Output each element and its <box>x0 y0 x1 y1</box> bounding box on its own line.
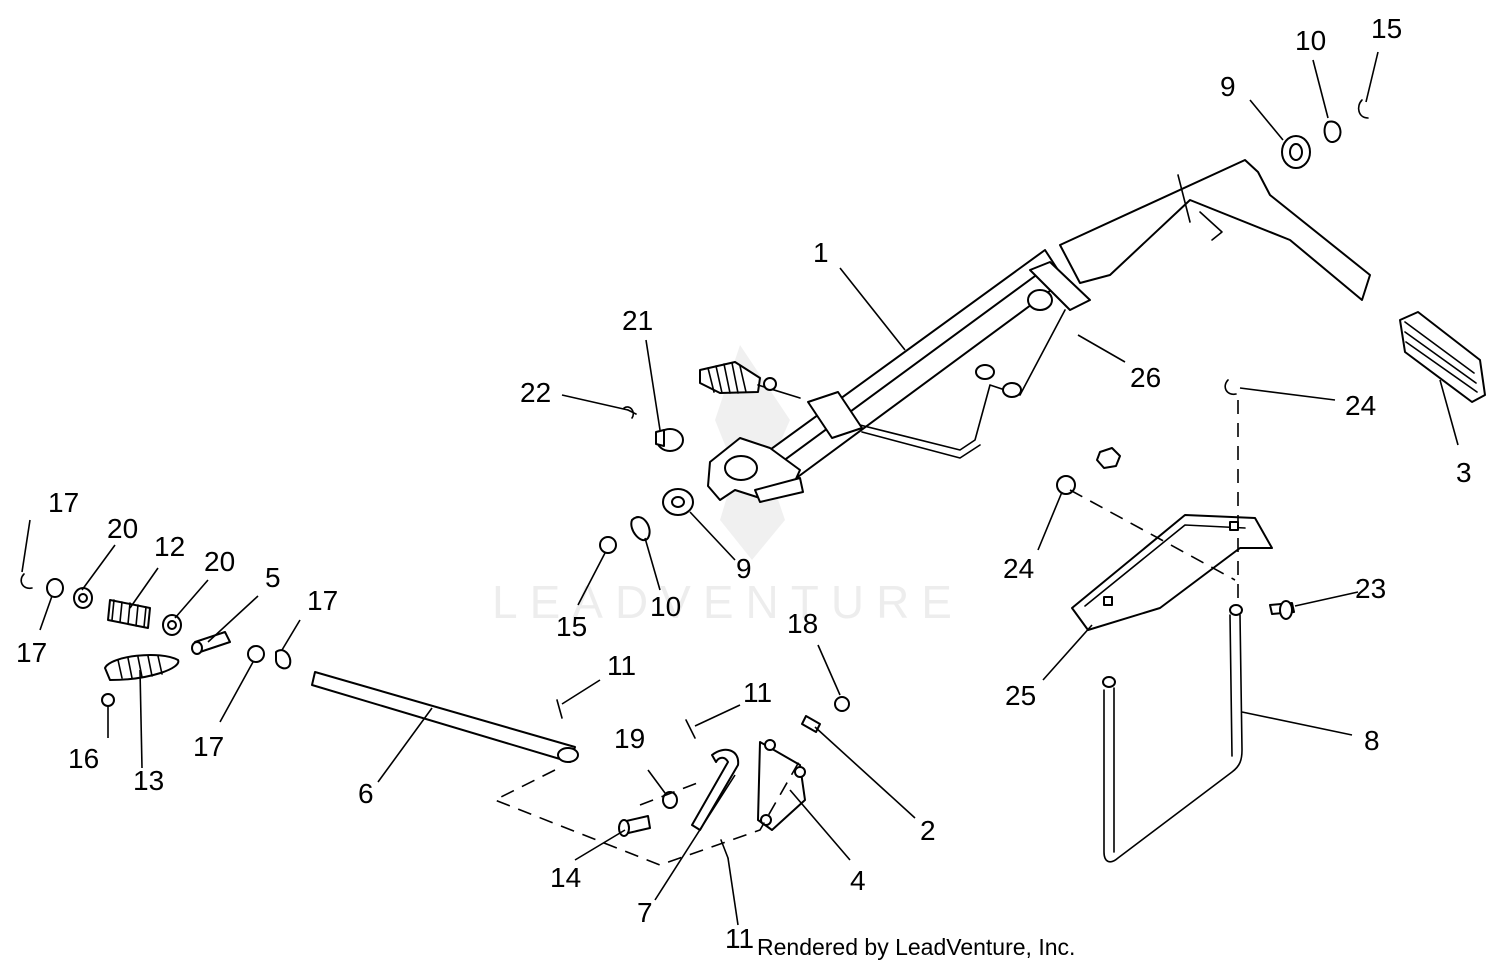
callout-23: 23 <box>1355 573 1386 604</box>
part-17-ring-4 <box>275 649 292 670</box>
callout-26: 26 <box>1130 362 1161 393</box>
callout-15: 15 <box>1371 13 1402 44</box>
callout-17: 17 <box>193 731 224 762</box>
part-shaft-spring <box>699 361 801 399</box>
part-10-clip-top <box>1323 120 1342 143</box>
callout-5: 5 <box>265 562 281 593</box>
callout-11: 11 <box>743 677 772 708</box>
callout-9: 9 <box>736 553 752 584</box>
part-17-ring-1 <box>20 573 33 590</box>
part-16-nut <box>101 693 115 707</box>
part-6-rod <box>311 671 579 763</box>
callout-24: 24 <box>1003 553 1034 584</box>
callout-20: 20 <box>204 546 235 577</box>
callout-17: 17 <box>16 637 47 668</box>
part-10-clip-mid <box>630 516 651 541</box>
part-15-ring-top <box>1357 99 1369 119</box>
callout-labels: 1 26 24 3 9 10 15 21 22 9 10 15 24 23 25… <box>16 13 1472 954</box>
callout-10: 10 <box>650 591 681 622</box>
part-1-pedal-shaft <box>707 159 1371 503</box>
callout-12: 12 <box>154 531 185 562</box>
callout-19: 19 <box>614 723 645 754</box>
callout-10: 10 <box>1295 25 1326 56</box>
part-17-ring-3 <box>247 645 265 663</box>
callout-17: 17 <box>48 487 79 518</box>
part-5-pin <box>191 631 231 655</box>
part-3-pedal-pad <box>1399 311 1486 403</box>
part-12-spring <box>107 599 151 629</box>
callout-13: 13 <box>133 765 164 796</box>
callout-8: 8 <box>1364 725 1380 756</box>
part-15-ring-mid <box>599 536 617 554</box>
callout-11: 11 <box>607 650 636 681</box>
callout-20: 20 <box>107 513 138 544</box>
callout-16: 16 <box>68 743 99 774</box>
callout-18: 18 <box>787 608 818 639</box>
part-8-u-rod <box>1102 604 1243 863</box>
callout-24: 24 <box>1345 390 1376 421</box>
callout-4: 4 <box>850 865 866 896</box>
part-24-nut-1 <box>1096 447 1121 469</box>
part-11-pin-1 <box>556 699 563 719</box>
part-7-link <box>691 748 740 831</box>
render-credit: Rendered by LeadVenture, Inc. <box>757 934 1075 960</box>
part-20-washer-2 <box>162 614 182 636</box>
callout-9: 9 <box>1220 71 1236 102</box>
callout-14: 14 <box>550 862 581 893</box>
callout-11: 11 <box>725 923 754 954</box>
part-23-bolt <box>1269 600 1295 620</box>
part-9-washer-top <box>1281 135 1311 169</box>
callout-7: 7 <box>637 897 653 928</box>
part-4-bracket <box>757 739 806 831</box>
part-18-nut <box>834 696 850 712</box>
part-20-washer-1 <box>73 587 93 609</box>
part-13-spring-guide <box>104 654 180 681</box>
callout-6: 6 <box>358 778 374 809</box>
watermark: LEADVENTURE <box>492 576 964 628</box>
callout-21: 21 <box>622 305 653 336</box>
part-25-bracket <box>1071 514 1273 631</box>
callout-15: 15 <box>556 611 587 642</box>
part-26-rod <box>859 309 1066 459</box>
part-9-washer-mid <box>662 488 694 516</box>
leader-lines <box>21 51 1459 926</box>
callout-1: 1 <box>813 237 829 268</box>
callout-2: 2 <box>920 815 936 846</box>
alignment-lines <box>493 400 1239 866</box>
part-17-ring-2 <box>46 578 64 598</box>
callout-17: 17 <box>307 585 338 616</box>
part-19-washer <box>662 791 678 809</box>
part-11-pin-2 <box>685 719 696 739</box>
part-14-bolt <box>618 815 651 837</box>
callout-22: 22 <box>520 377 551 408</box>
part-24-nut-3 <box>1224 379 1237 396</box>
callout-25: 25 <box>1005 680 1036 711</box>
part-21-knob <box>655 428 684 452</box>
callout-3: 3 <box>1456 457 1472 488</box>
part-22-pin <box>623 406 637 419</box>
